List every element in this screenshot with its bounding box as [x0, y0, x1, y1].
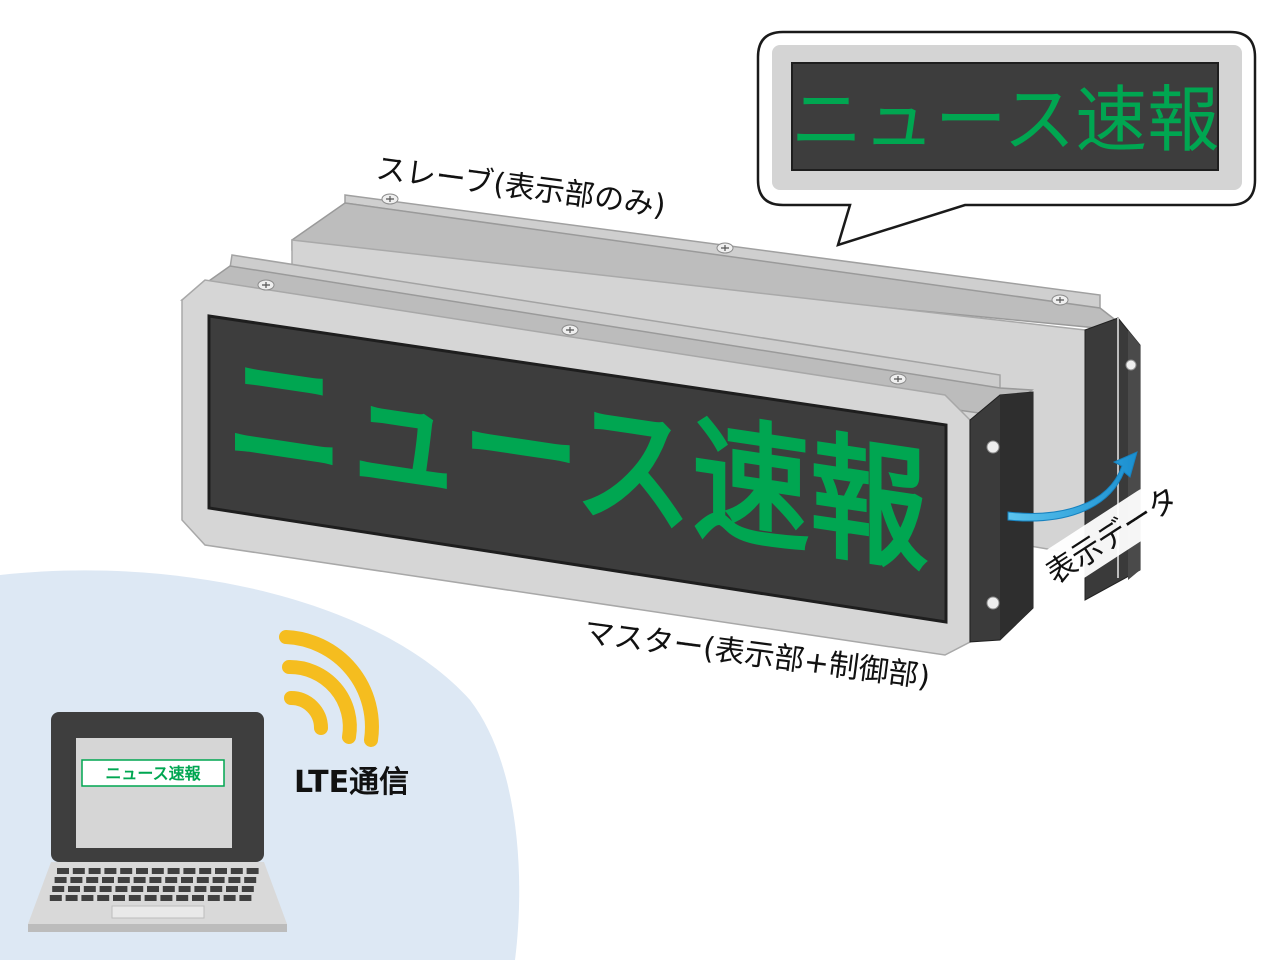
keyboard-key [97, 895, 110, 901]
keyboard-key [210, 886, 223, 892]
keyboard-key [88, 868, 101, 874]
keyboard-key [212, 877, 225, 883]
keyboard-key [194, 886, 207, 892]
keyboard-key [226, 886, 238, 892]
keyboard-key [192, 895, 204, 901]
keyboard-key [244, 877, 257, 883]
display-data-arrow [1007, 451, 1138, 522]
keyboard-key [181, 877, 193, 883]
keyboard-key [165, 877, 178, 883]
keyboard-key [70, 877, 83, 883]
keyboard-key [133, 877, 146, 883]
screw-icon [889, 373, 907, 385]
keyboard-key [183, 868, 196, 874]
master-led-panel [207, 314, 948, 624]
keyboard-key [113, 895, 125, 901]
wireless-signal-icon [279, 630, 379, 747]
screw-icon [1125, 359, 1137, 371]
keyboard-key [207, 895, 220, 901]
screw-icon [381, 193, 399, 205]
keyboard-key [176, 895, 189, 901]
lte-label: LTE通信 [294, 765, 409, 800]
keyboard-key [72, 868, 85, 874]
keyboard-key [117, 877, 130, 883]
keyboard-key [81, 895, 94, 901]
keyboard-key [147, 886, 159, 892]
screw-icon [986, 596, 1000, 610]
laptop-screen-label-box [81, 759, 225, 787]
keyboard-key [149, 877, 162, 883]
screw-icon [257, 279, 275, 291]
bubble-led-panel [791, 62, 1219, 171]
keyboard-key [160, 895, 173, 901]
laptop-icon: ニュース速報 [28, 712, 287, 932]
screw-icon [561, 324, 579, 336]
keyboard-key [246, 868, 259, 874]
keyboard-key [83, 886, 96, 892]
keyboard-key [120, 868, 133, 874]
keyboard-key [144, 895, 157, 901]
keyboard-key [54, 877, 67, 883]
screw-icon [986, 440, 1000, 454]
keyboard-key [136, 868, 148, 874]
keyboard-key [68, 886, 80, 892]
keyboard-key [239, 895, 252, 901]
keyboard-key [52, 886, 65, 892]
keyboard-key [49, 895, 62, 901]
speech-bubble: ニュース速報 [756, 30, 1257, 247]
keyboard-key [151, 868, 164, 874]
keyboard-key [215, 868, 227, 874]
keyboard-key [196, 877, 209, 883]
keyboard-key [223, 895, 236, 901]
keyboard-key [104, 868, 117, 874]
bubble-led-text: ニュース速報 [791, 78, 1219, 162]
screw-icon [1051, 294, 1069, 306]
keyboard-key [167, 868, 180, 874]
keyboard-key [102, 877, 114, 883]
keyboard-key [131, 886, 144, 892]
keyboard-key [115, 886, 128, 892]
keyboard-key [162, 886, 175, 892]
screw-icon [716, 242, 734, 254]
laptop-screen-text: ニュース速報 [105, 764, 201, 783]
keyboard-key [241, 886, 254, 892]
master-unit [180, 254, 1034, 656]
keyboard-key [57, 868, 69, 874]
keyboard-key [128, 895, 141, 901]
keyboard-key [199, 868, 212, 874]
keyboard-key [228, 877, 241, 883]
keyboard-key [86, 877, 99, 883]
keyboard-key [230, 868, 243, 874]
laptop-keyboard [49, 868, 259, 901]
keyboard-key [65, 895, 78, 901]
keyboard-key [99, 886, 112, 892]
keyboard-key [178, 886, 191, 892]
